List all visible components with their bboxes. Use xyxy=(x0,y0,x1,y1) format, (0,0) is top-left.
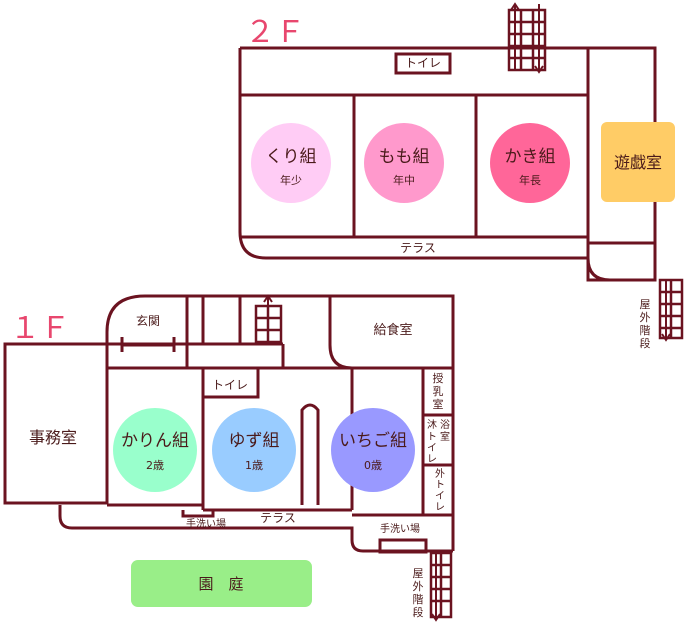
room-circle-kuri xyxy=(251,123,331,203)
first-floor-outdoor-stairs-icon xyxy=(429,551,453,622)
second-floor-outdoor-stairs-icon xyxy=(658,278,684,342)
svg-text:イ: イ xyxy=(435,491,445,502)
room-name-momo: もも組 xyxy=(379,147,430,167)
svg-text:イ: イ xyxy=(427,443,437,454)
second-floor-stairs-icon xyxy=(507,2,547,74)
entrance-label: 玄関 xyxy=(136,313,160,328)
second-floor-walls xyxy=(238,46,657,282)
office-label: 事務室 xyxy=(29,428,77,447)
svg-text:ト: ト xyxy=(427,432,437,443)
room-circle-karin xyxy=(113,408,197,492)
svg-text:階: 階 xyxy=(640,323,651,337)
playroom-label: 遊戯室 xyxy=(614,153,662,172)
playroom-box xyxy=(601,122,675,202)
handwash-label-left: 手洗い場 xyxy=(186,517,226,530)
svg-text:ト: ト xyxy=(435,480,445,491)
nursing-room-label: 授 乳 室 xyxy=(433,371,444,411)
first-floor-terrace-label: テラス xyxy=(260,511,296,525)
svg-text:授: 授 xyxy=(433,371,444,385)
room-age-momo: 年中 xyxy=(393,173,415,187)
handwash-label-right: 手洗い場 xyxy=(380,522,420,535)
garden-label: 園 庭 xyxy=(198,575,243,593)
first-floor-walls xyxy=(3,294,455,554)
svg-text:室: 室 xyxy=(433,397,444,411)
room-age-kaki: 年長 xyxy=(519,173,541,187)
room-name-kaki: かき組 xyxy=(505,147,556,167)
svg-text:外: 外 xyxy=(640,311,651,324)
second-floor-toilet-label: トイレ xyxy=(405,56,441,70)
room-name-ichigo: いちご組 xyxy=(339,431,407,451)
floor-label-2f: ２Ｆ xyxy=(245,15,305,50)
svg-text:屋: 屋 xyxy=(640,298,651,311)
first-floor-stairs-icon xyxy=(254,294,283,344)
room-circle-ichigo xyxy=(331,408,415,492)
svg-text:レ: レ xyxy=(435,502,445,513)
room-name-kuri: くり組 xyxy=(266,147,317,167)
svg-text:沐: 沐 xyxy=(427,418,437,431)
room-circle-kaki xyxy=(490,123,570,203)
outer-toilet-label: 外 ト イ レ xyxy=(435,468,445,513)
svg-text:レ: レ xyxy=(427,454,437,465)
room-age-yuzu: 1歳 xyxy=(245,459,263,472)
room-age-kuri: 年少 xyxy=(280,173,302,187)
second-floor-terrace-label: テラス xyxy=(400,241,436,255)
room-age-ichigo: 0歳 xyxy=(364,459,382,472)
second-floor-outdoor-stairs-label: 屋 外 階 段 xyxy=(640,298,651,350)
svg-text:階: 階 xyxy=(413,592,424,606)
svg-text:屋: 屋 xyxy=(413,567,424,580)
svg-text:乳: 乳 xyxy=(433,385,444,398)
svg-text:外: 外 xyxy=(413,580,424,593)
floor-label-1f: １Ｆ xyxy=(10,311,70,346)
svg-text:室: 室 xyxy=(440,430,450,443)
svg-text:浴: 浴 xyxy=(440,419,450,431)
svg-text:段: 段 xyxy=(413,605,424,619)
kitchen-label: 給食室 xyxy=(373,322,412,338)
bath-toilet-label: 沐 ト イ レ 浴 室 xyxy=(427,418,450,465)
garden-box xyxy=(131,560,312,607)
first-floor-toilet-label: トイレ xyxy=(212,378,248,392)
svg-text:段: 段 xyxy=(640,336,651,350)
svg-text:外: 外 xyxy=(435,468,445,480)
room-circle-yuzu xyxy=(212,408,296,492)
room-age-karin: 2歳 xyxy=(146,459,164,472)
first-floor-outdoor-stairs-label: 屋 外 階 段 xyxy=(413,567,424,619)
room-name-yuzu: ゆず組 xyxy=(229,431,280,451)
room-circle-momo xyxy=(364,123,444,203)
room-name-karin: かりん組 xyxy=(121,431,189,451)
